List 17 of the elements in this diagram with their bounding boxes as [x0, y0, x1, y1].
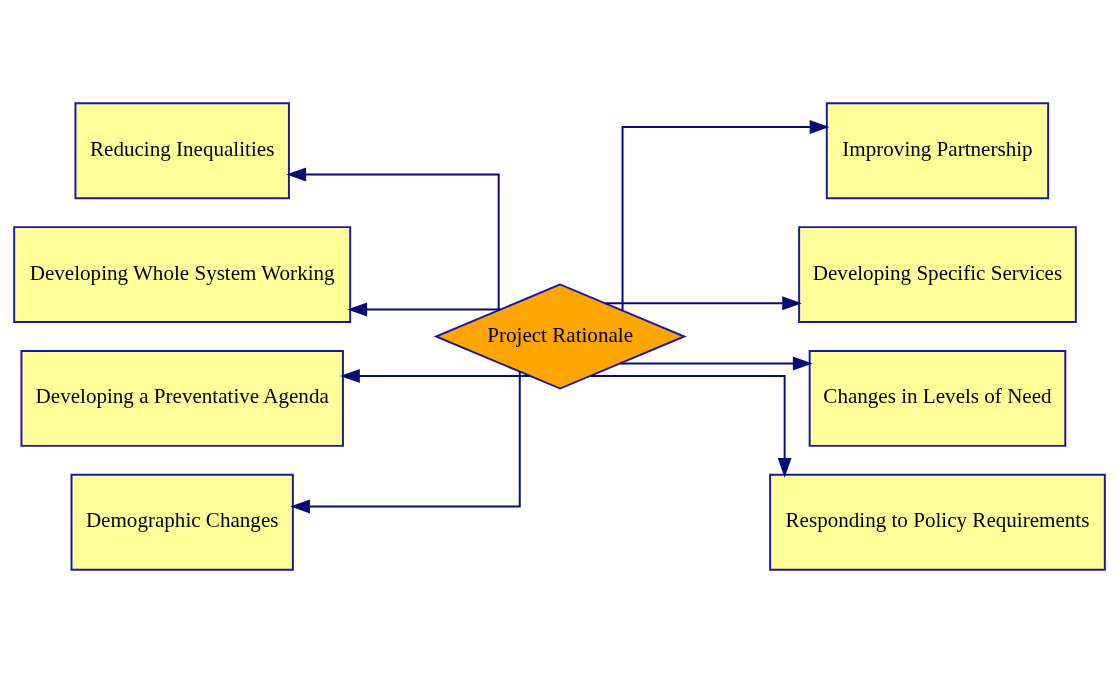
arrow — [290, 370, 521, 514]
arrow — [589, 375, 792, 478]
arrow — [618, 356, 813, 371]
arrow — [604, 296, 802, 311]
node-box: Developing Specific Services — [798, 226, 1077, 323]
node-box: Developing Whole System Working — [13, 226, 352, 323]
node-box: Demographic Changes — [70, 473, 294, 571]
node-box: Improving Partnership — [825, 102, 1050, 200]
node-box: Developing a Preventative Agenda — [20, 350, 344, 447]
node-box: Reducing Inequalities — [74, 102, 290, 200]
arrow — [347, 302, 502, 317]
arrow — [621, 120, 830, 312]
node-box: Changes in Levels of Need — [808, 350, 1067, 447]
node-box: Responding to Policy Requirements — [769, 473, 1106, 571]
node-diamond: Project Rationale — [433, 283, 687, 390]
arrow — [286, 167, 500, 312]
arrow — [340, 369, 531, 383]
